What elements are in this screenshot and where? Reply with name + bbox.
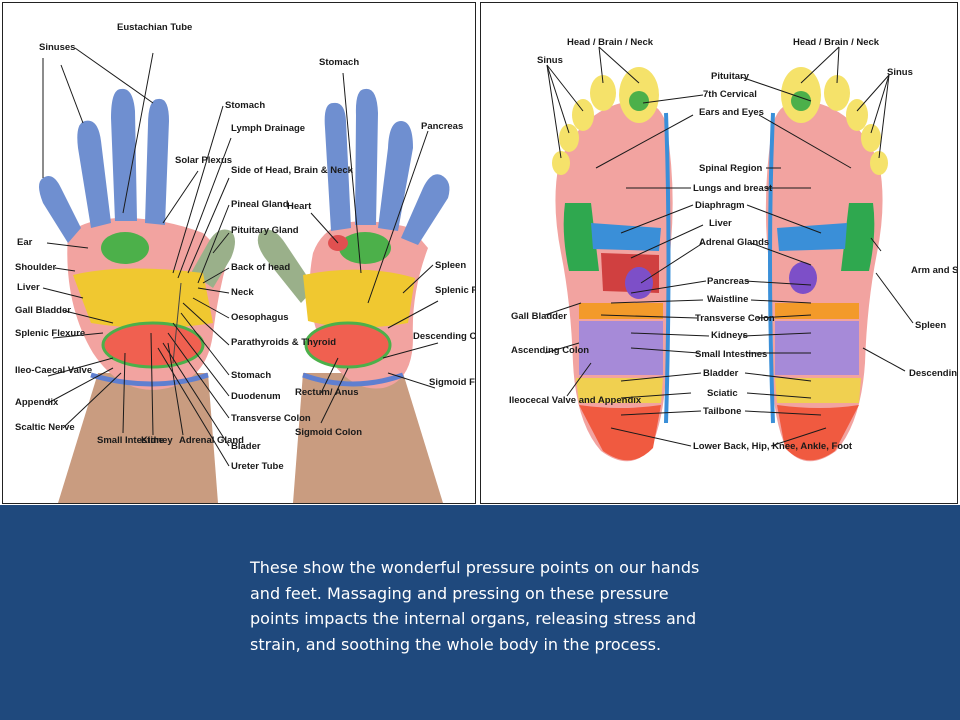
label-spinal-region: Spinal Region <box>699 163 763 174</box>
right-hand <box>257 88 450 389</box>
label-kidneys: Kidneys <box>711 330 748 341</box>
label-pineal-gland: Pineal Gland <box>231 199 289 210</box>
label-adrenal-gland: Adrenal Gland <box>179 435 244 446</box>
label-heart: Heart <box>287 201 312 212</box>
label-stomach-mid: Stomach <box>231 370 271 381</box>
label-sciatic: Sciatic <box>707 388 738 399</box>
label-ureter-tube: Ureter Tube <box>231 461 284 472</box>
label-pituitary-gland: Pituitary Gland <box>231 225 299 236</box>
right-foot <box>765 67 888 462</box>
label-blader: Blader <box>231 441 261 452</box>
image-area: Sinuses Eustachian Tube Stomach Lymph Dr… <box>0 0 960 505</box>
label-ileocecal-valve: Ileocecal Valve and Appendix <box>509 395 642 406</box>
label-solar-plexus: Solar Plexus <box>175 155 232 166</box>
label-sigmoid-colon: Sigmoid Colon <box>295 427 362 438</box>
right-forearm <box>293 373 443 503</box>
hands-reflexology-chart: Sinuses Eustachian Tube Stomach Lymph Dr… <box>2 2 476 504</box>
label-ear: Ear <box>17 237 33 248</box>
hands-leader-lines <box>42 47 439 467</box>
label-sinus-left: Sinus <box>537 55 563 66</box>
label-pituitary: Pituitary <box>711 71 750 82</box>
label-lungs-and-breast: Lungs and breast <box>693 183 773 194</box>
feet-reflexology-chart: Head / Brain / Neck Head / Brain / Neck … <box>480 2 958 504</box>
label-splenic-flexure-right: Splenic Flexure <box>435 285 475 296</box>
label-waistline: Waistline <box>707 294 748 305</box>
label-liver: Liver <box>17 282 40 293</box>
label-neck: Neck <box>231 287 254 298</box>
label-diaphragm: Diaphragm <box>695 200 745 211</box>
label-pancreas: Pancreas <box>421 121 463 132</box>
label-gall-bladder: Gall Bladder <box>511 311 567 322</box>
label-small-intestine: Small Intestine <box>97 435 164 446</box>
label-sinuses: Sinuses <box>39 42 75 53</box>
label-descending-colon: Descending Colon <box>413 331 475 342</box>
label-splenic-flexure-left: Splenic Flexure <box>15 328 85 339</box>
label-back-of-head: Back of head <box>231 262 290 273</box>
label-shoulder: Shoulder <box>15 262 56 273</box>
label-rectum-anus: Rectum/ Anus <box>295 387 359 398</box>
label-scaltic-nerve: Scaltic Nerve <box>15 422 75 433</box>
label-transverse-colon: Transverse Colon <box>695 313 775 324</box>
label-kidney: Kidney <box>141 435 173 446</box>
label-adrenal-glands: Adrenal Glands <box>699 237 769 248</box>
label-liver: Liver <box>709 218 732 229</box>
label-ileo-caecal-valve: Ileo-Caecal Valve <box>15 365 92 376</box>
label-head-brain-neck-right: Head / Brain / Neck <box>793 37 880 48</box>
label-lymph-drainage: Lymph Drainage <box>231 123 305 134</box>
label-stomach-right: Stomach <box>319 57 359 68</box>
label-ascending-colon: Ascending Colon <box>511 345 589 356</box>
label-parathyroids: Parathyroids & Thyroid <box>231 337 336 348</box>
label-ears-and-eyes: Ears and Eyes <box>699 107 764 118</box>
label-arm-and-shoulder: Arm and Shoulder <box>911 265 957 276</box>
label-sigmoid-flexure: Sigmoid Flexure <box>429 377 475 388</box>
label-bladder: Bladder <box>703 368 739 379</box>
label-gall-bladder: Gall Bladder <box>15 305 71 316</box>
hands-diagram: Sinuses Eustachian Tube Stomach Lymph Dr… <box>15 22 475 503</box>
label-side-of-head: Side of Head, Brain & Neck <box>231 165 354 176</box>
label-oesophagus: Oesophagus <box>231 312 289 323</box>
label-spleen: Spleen <box>915 320 946 331</box>
label-descending-colon: Descending Colon <box>909 368 957 379</box>
label-transverse-colon: Transverse Colon <box>231 413 311 424</box>
feet-diagram: Head / Brain / Neck Head / Brain / Neck … <box>509 37 957 462</box>
label-head-brain-neck-left: Head / Brain / Neck <box>567 37 654 48</box>
label-duodenum: Duodenum <box>231 391 281 402</box>
label-tailbone: Tailbone <box>703 406 741 417</box>
caption-band <box>0 505 960 720</box>
label-appendix: Appendix <box>15 397 59 408</box>
label-stomach-top: Stomach <box>225 100 265 111</box>
label-spleen: Spleen <box>435 260 466 271</box>
label-small-intestines: Small Intestines <box>695 349 767 360</box>
caption-text: These show the wonderful pressure points… <box>250 558 700 654</box>
feet-leader-lines <box>544 46 914 447</box>
label-pancreas: Pancreas <box>707 276 749 287</box>
label-sinus-right: Sinus <box>887 67 913 78</box>
label-lower-back: Lower Back, Hip, Knee, Ankle, Foot <box>693 441 853 452</box>
label-7th-cervical: 7th Cervical <box>703 89 757 100</box>
label-eustachian-tube: Eustachian Tube <box>117 22 192 33</box>
